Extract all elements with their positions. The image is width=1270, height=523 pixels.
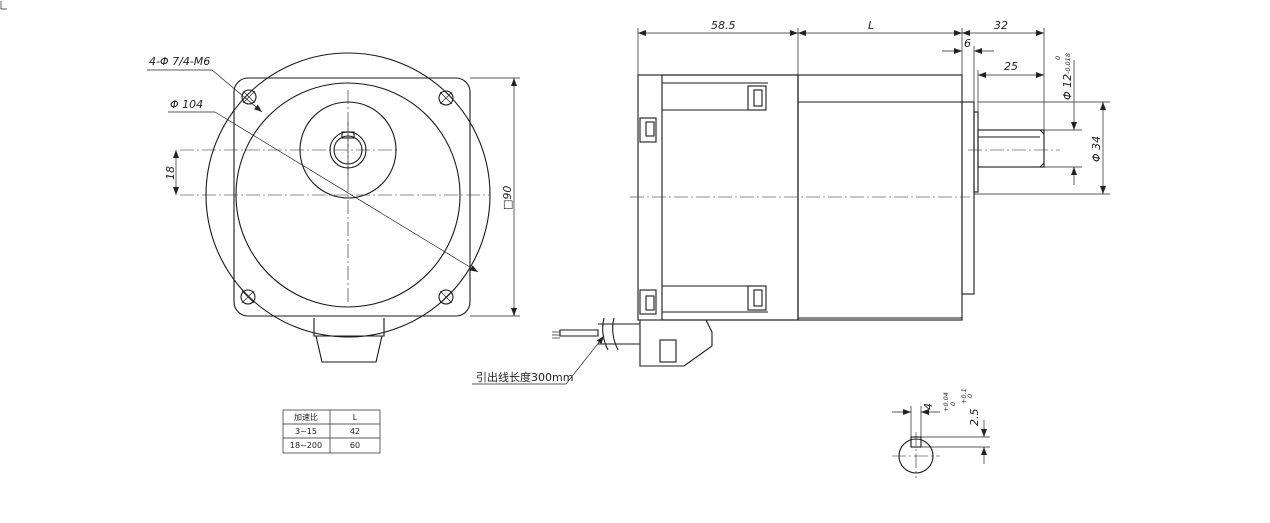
key-depth-tol-upper: +0.1 — [960, 388, 968, 404]
table-cell: 60 — [350, 441, 360, 450]
mounting-hole-br — [438, 289, 454, 305]
clip-top — [639, 117, 657, 143]
shaft-dia-tol-upper: 0 — [1054, 56, 1062, 60]
bolt-head-top-inner — [753, 89, 763, 107]
shaft-total-label: 32 — [994, 19, 1008, 32]
shaft-dia-tol-lower: -0.018 — [1064, 53, 1072, 74]
shaft-chamfer-top — [1039, 129, 1045, 135]
lead-terminal — [559, 329, 599, 337]
bolt-head-bottom-inner — [753, 289, 763, 307]
lead-leader — [565, 335, 605, 385]
front-view: Φ 104 4-Φ 7/4-M6 18 □90 — [147, 52, 520, 363]
shaft-dia-label: Φ 12 — [1061, 74, 1074, 100]
motor-length-label: L — [868, 19, 874, 32]
table-frame — [282, 409, 381, 454]
mounting-hole-bl — [240, 289, 256, 305]
table-header-ratio: 加速比 — [294, 412, 318, 422]
key-width-tol-lower: 0 — [949, 402, 957, 406]
key-width-tol-upper: +0.04 — [942, 392, 950, 412]
output-shaft — [977, 129, 1045, 168]
offset-label: 18 — [164, 166, 177, 180]
boss-step — [973, 111, 979, 193]
cable-gland — [639, 319, 713, 367]
pcd-leader — [214, 111, 479, 273]
shaft-length-label: 25 — [1004, 60, 1018, 73]
square-label: □90 — [501, 186, 514, 210]
gearhead-face — [661, 74, 799, 321]
corner-mark — [0, 1, 7, 10]
side-view: 58.5 L 32 6 25 Φ 12 0 -0.018 Φ 34 — [472, 19, 1110, 385]
connector-boot — [315, 335, 383, 363]
key-depth-tol-lower: 0 — [966, 394, 974, 398]
gland-nut — [659, 339, 677, 363]
shaft-chamfer-bottom — [1039, 162, 1045, 168]
lead-length-label: 引出线长度300mm — [476, 370, 573, 384]
boss-dia-label: Φ 34 — [1090, 136, 1103, 162]
hole-callout: 4-Φ 7/4-M6 — [149, 55, 210, 68]
motor-body — [797, 74, 963, 321]
lead-break — [602, 317, 619, 351]
mounting-hole-tr — [438, 90, 454, 106]
pcd-label: Φ 104 — [170, 98, 203, 111]
key-depth-label: 2.5 — [968, 409, 981, 427]
key-detail: 4 +0.04 0 2.5 +0.1 0 — [892, 388, 990, 478]
key-width-label: 4 — [922, 403, 935, 410]
square-flange — [233, 77, 471, 317]
connector-body — [313, 318, 385, 337]
front-flange — [961, 101, 975, 295]
clip-bottom-inner — [645, 295, 655, 311]
mounting-hole-tl — [241, 89, 257, 105]
clip-bottom — [639, 289, 657, 315]
gearhead-length-label: 58.5 — [711, 19, 736, 32]
table-header-l: L — [353, 413, 358, 422]
table-cell: 42 — [350, 427, 360, 436]
table-cell: 3~15 — [295, 427, 317, 436]
clip-top-inner — [645, 121, 655, 137]
hole-leader — [211, 69, 263, 113]
ratio-table: 加速比 L 3~15 42 18~200 60 — [282, 409, 381, 454]
table-cell: 18~200 — [290, 441, 322, 450]
shoulder-label: 6 — [964, 37, 971, 50]
